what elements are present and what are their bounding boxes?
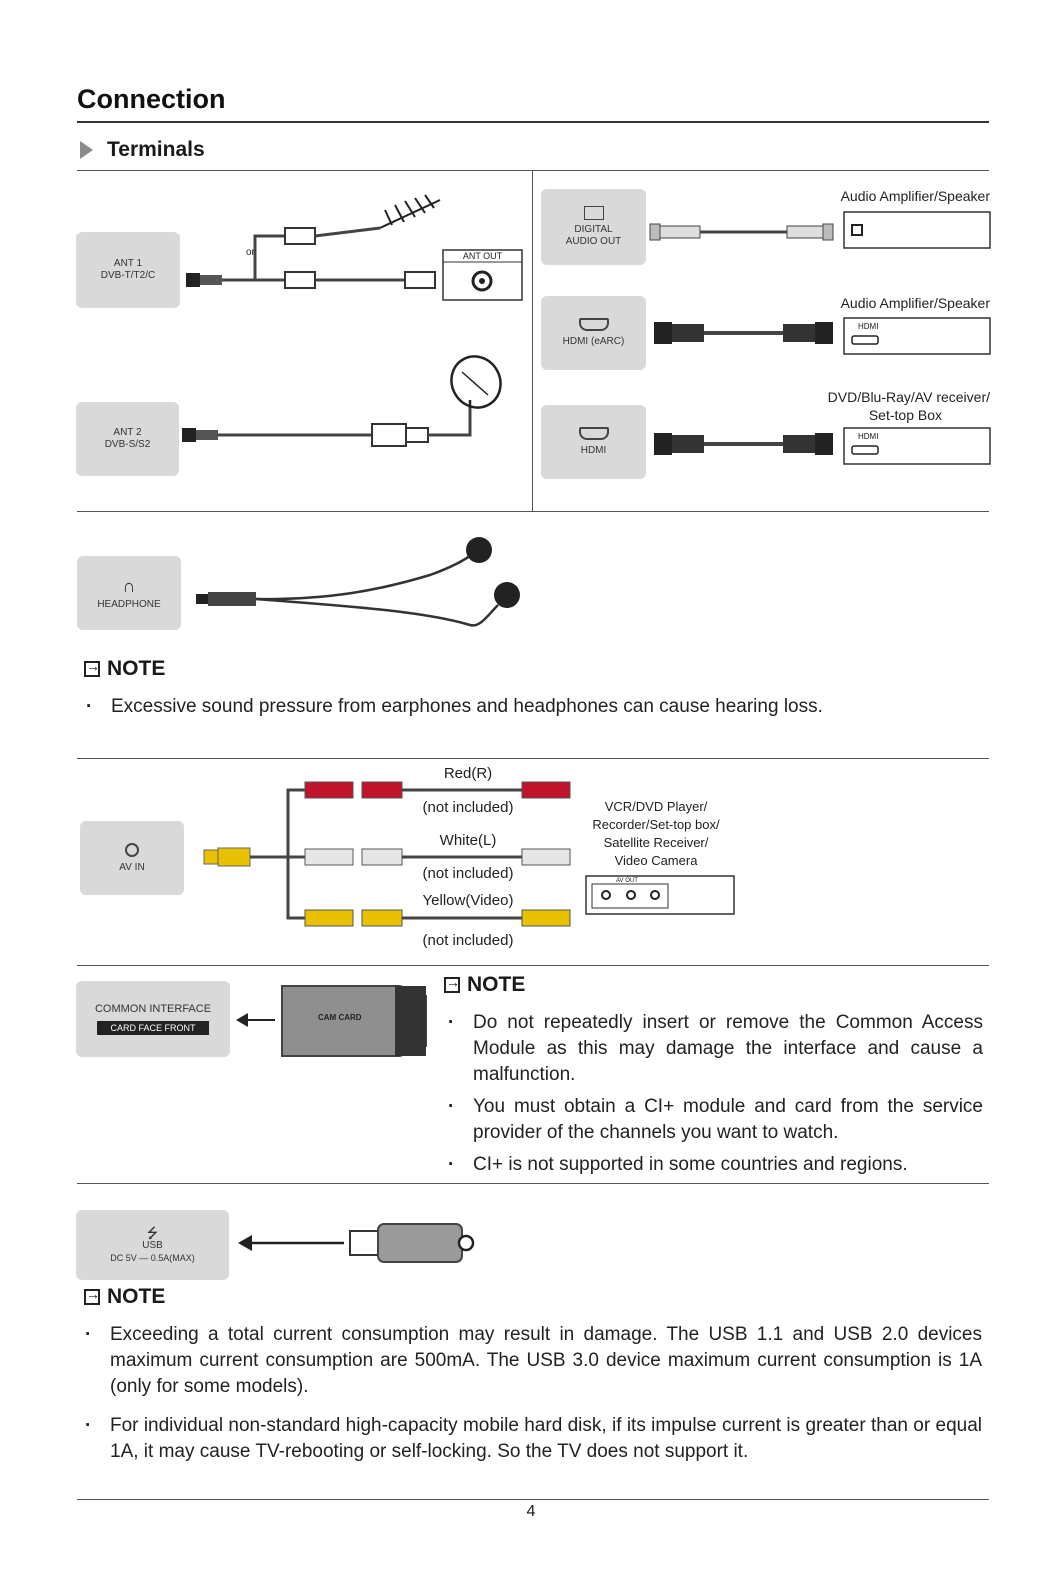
hdmi-earc-cable-illustration xyxy=(654,322,833,344)
usb-label: USB xyxy=(142,1240,163,1251)
note-label: NOTE xyxy=(467,973,526,996)
cam-card-label: CAM CARD xyxy=(318,1013,362,1022)
audio-amp-label-1: Audio Amplifier/Speaker xyxy=(840,188,990,204)
av-top-rule xyxy=(77,758,989,759)
hdmi-port-icon xyxy=(578,427,609,440)
note-ci-item-3: CI+ is not supported in some countries a… xyxy=(448,1152,983,1178)
subtitle-text: Terminals xyxy=(107,138,205,161)
vcr-label-line1: VCR/DVD Player/ xyxy=(604,799,708,814)
white-cable-label: White(L) xyxy=(439,832,497,849)
usb-stick-illustration xyxy=(238,1223,475,1263)
note-heading-ci: NOTE xyxy=(444,973,525,997)
audio-amp-label-2: Audio Amplifier/Speaker xyxy=(840,295,990,311)
digital-audio-label: DIGITAL xyxy=(574,224,613,235)
vcr-device-box xyxy=(585,875,735,915)
av-cable-illustration xyxy=(203,781,571,927)
ant2-standard: DVB-S/S2 xyxy=(104,439,151,450)
common-interface-label: COMMON INTERFACE xyxy=(94,1003,212,1015)
audio-amplifier-2 xyxy=(843,317,991,355)
note-icon xyxy=(84,1286,100,1305)
amp-hdmi-small-label: HDMI xyxy=(858,322,879,331)
page-title: Connection xyxy=(77,84,226,114)
satellite-dish-icon xyxy=(450,355,502,409)
av-in-label: AV IN xyxy=(119,861,145,873)
hdmi-earc-label: HDMI (eARC) xyxy=(562,336,625,347)
ant-out-label: ANT OUT xyxy=(462,251,503,261)
hdmi-earc-port: HDMI (eARC) xyxy=(541,296,646,370)
audio-amplifier-1 xyxy=(843,211,991,249)
yellow-not-included: (not included) xyxy=(422,932,514,949)
or-label: or xyxy=(246,247,255,258)
headphone-label: HEADPHONE xyxy=(97,598,161,610)
red-not-included: (not included) xyxy=(422,799,514,816)
note-usb-item-1: Exceeding a total current consumption ma… xyxy=(85,1322,982,1400)
av-jack-icon xyxy=(125,842,139,857)
note-label: NOTE xyxy=(107,657,166,680)
note-ci-item-1: Do not repeatedly insert or remove the C… xyxy=(448,1010,983,1088)
ant1-cable-illustration xyxy=(186,226,436,289)
headphone-cable-illustration xyxy=(196,551,499,627)
section-subtitle: Terminals xyxy=(80,138,205,162)
headphone-port: ∩ HEADPHONE xyxy=(77,556,181,630)
dvd-label-line1: DVD/Blu-Ray/AV receiver/ xyxy=(827,389,990,405)
usb-port: ⭍ USB DC 5V — 0.5A(MAX) xyxy=(76,1210,229,1280)
ant1-port: ANT 1 DVB-T/T2/C xyxy=(76,232,180,308)
vcr-label-line2: Recorder/Set-top box/ xyxy=(592,817,720,832)
terminals-bottom-rule xyxy=(77,511,989,512)
ant1-standard: DVB-T/T2/C xyxy=(100,270,156,281)
common-interface-port: COMMON INTERFACE CARD FACE FRONT xyxy=(76,981,230,1057)
note-icon xyxy=(84,658,100,677)
optical-port-icon xyxy=(583,206,604,220)
vcr-label-line4: Video Camera xyxy=(614,853,698,868)
note-usb-item-2: For individual non-standard high-capacit… xyxy=(85,1413,982,1465)
usb-top-rule xyxy=(77,1183,989,1184)
ant-out-box xyxy=(442,249,523,301)
note-headphone-item: Excessive sound pressure from earphones … xyxy=(86,694,983,720)
dvd-receiver-box xyxy=(843,427,991,465)
dvd-label-line2: Set-top Box xyxy=(868,407,942,423)
vertical-divider xyxy=(532,171,533,511)
vcr-label-line3: Satellite Receiver/ xyxy=(603,835,709,850)
usb-spec-label: DC 5V — 0.5A(MAX) xyxy=(110,1253,195,1263)
usb-icon: ⭍ xyxy=(146,1225,159,1241)
note-label: NOTE xyxy=(107,1285,166,1308)
hdmi-port-icon xyxy=(578,318,609,331)
hdmi-label: HDMI xyxy=(580,445,607,456)
ci-top-rule xyxy=(77,965,989,966)
note-ci-item-2: You must obtain a CI+ module and card fr… xyxy=(448,1094,983,1146)
note-heading-usb: NOTE xyxy=(84,1285,165,1309)
play-triangle-icon xyxy=(80,141,93,159)
headphone-icon: ∩ xyxy=(122,575,136,596)
ant2-label: ANT 2 xyxy=(113,427,142,438)
yellow-cable-label: Yellow(Video) xyxy=(422,892,514,909)
footer-rule xyxy=(77,1499,989,1500)
digital-audio-port: DIGITAL AUDIO OUT xyxy=(541,189,646,265)
optical-cable-illustration xyxy=(649,223,834,241)
hdmi-cable-illustration xyxy=(654,433,833,455)
av-in-port: AV IN xyxy=(80,821,184,895)
note-heading-headphone: NOTE xyxy=(84,657,165,681)
ant2-port: ANT 2 DVB-S/S2 xyxy=(76,402,179,476)
cam-card-illustration xyxy=(236,985,427,1057)
card-face-front-label: CARD FACE FRONT xyxy=(97,1021,209,1035)
dvd-hdmi-small-label: HDMI xyxy=(858,432,879,441)
page-number: 4 xyxy=(526,1503,536,1520)
digital-audio-label-2: AUDIO OUT xyxy=(565,236,622,247)
white-not-included: (not included) xyxy=(422,865,514,882)
ant1-label: ANT 1 xyxy=(113,258,143,269)
hdmi-port: HDMI xyxy=(541,405,646,479)
note-icon xyxy=(444,974,460,993)
av-out-label: AV OUT xyxy=(616,878,638,884)
title-rule xyxy=(77,121,989,123)
red-cable-label: Red(R) xyxy=(443,765,493,782)
ant2-cable-illustration xyxy=(182,405,472,447)
section-rule xyxy=(77,170,989,171)
terrestrial-antenna-icon xyxy=(379,194,441,229)
earbud-icons xyxy=(466,537,520,608)
vcr-device-label: VCR/DVD Player/ Recorder/Set-top box/ Sa… xyxy=(566,798,746,870)
